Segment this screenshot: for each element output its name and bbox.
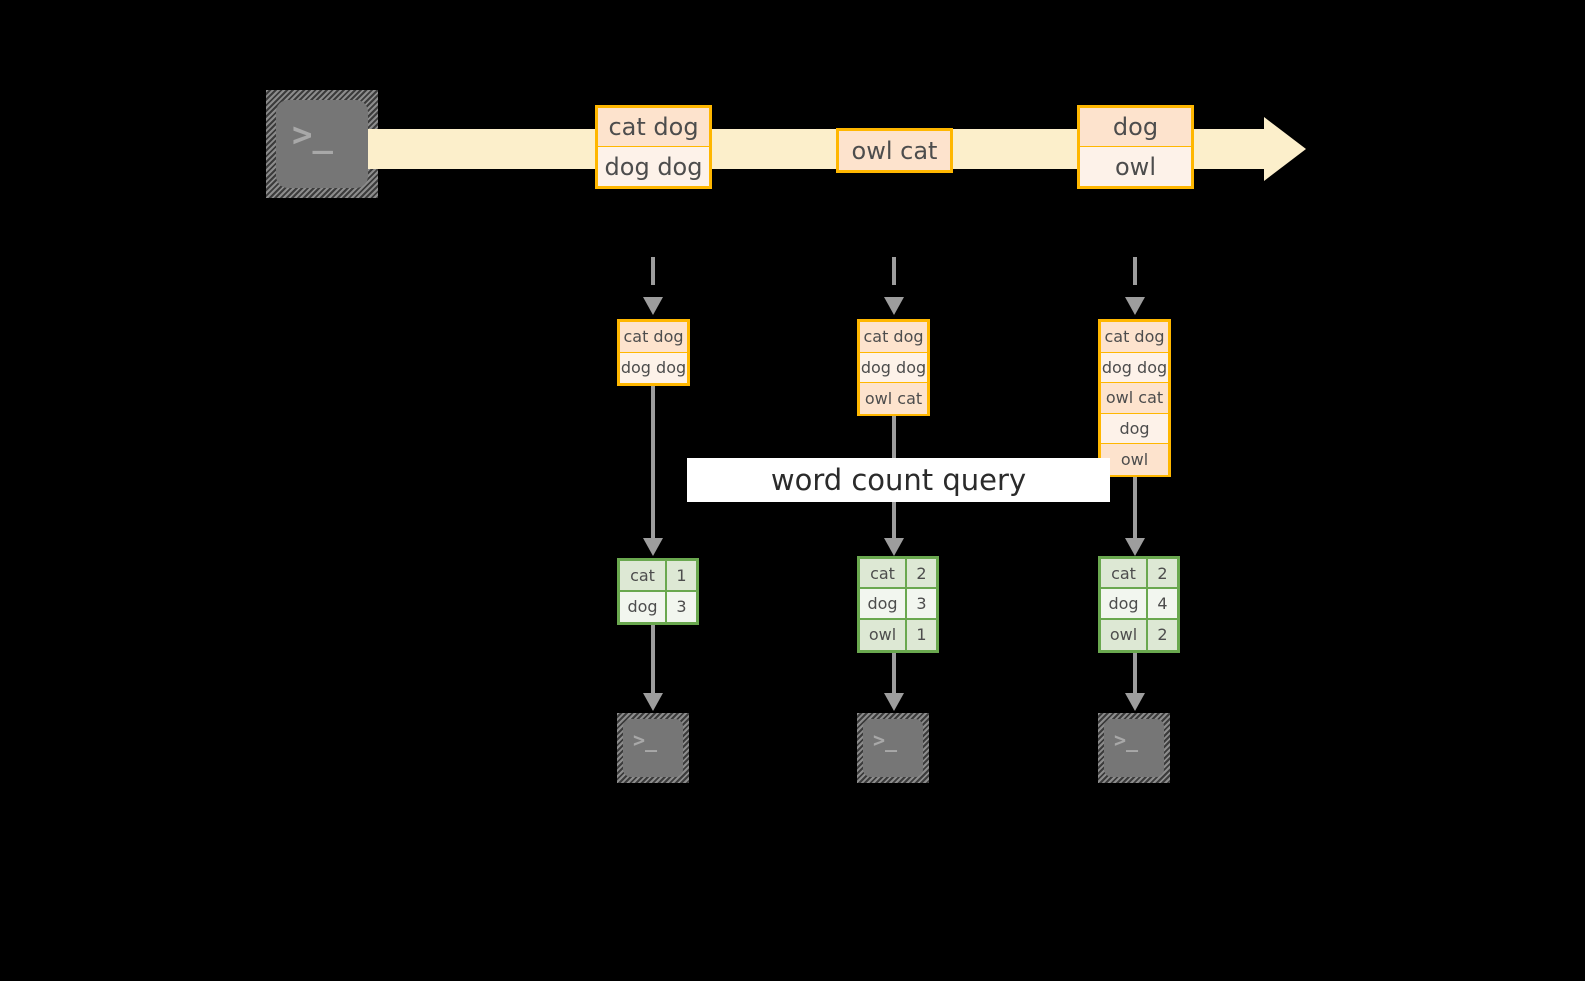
stream-event-line: owl cat — [839, 131, 950, 170]
table-row: cat 1 — [620, 561, 696, 592]
stream-event-1: cat dog dog dog — [595, 105, 712, 189]
result-count: 3 — [667, 591, 696, 622]
arrow-head — [1125, 297, 1145, 315]
table-row: dog 3 — [860, 589, 936, 620]
sink-terminal-1: >_ — [617, 713, 689, 783]
arrow-head — [1125, 538, 1145, 556]
result-count: 1 — [667, 561, 696, 592]
input-table-row: dog dog — [620, 352, 687, 383]
data-stream-arrow-head — [1264, 117, 1306, 181]
trigger-arrow-2 — [884, 257, 904, 317]
result-table-1: cat 1 dog 3 — [617, 558, 699, 625]
arrow-head — [643, 538, 663, 556]
sink-arrow-2 — [884, 653, 904, 713]
result-count: 4 — [1148, 589, 1177, 620]
terminal-prompt-icon: >_ — [873, 728, 898, 752]
result-count: 2 — [1148, 619, 1177, 650]
table-row: dog 4 — [1101, 589, 1177, 620]
table-row: cat 2 — [860, 559, 936, 590]
result-word: cat — [620, 561, 667, 592]
result-table-3: cat 2 dog 4 owl 2 — [1098, 556, 1180, 653]
table-row: owl 1 — [860, 619, 936, 650]
arrow-head — [1125, 693, 1145, 711]
arrow-line — [1133, 477, 1137, 540]
arrow-line — [892, 653, 896, 695]
sink-terminal-3: >_ — [1098, 713, 1170, 783]
terminal-prompt-icon: >_ — [1114, 728, 1139, 752]
result-count: 2 — [1148, 559, 1177, 590]
arrow-line — [892, 257, 896, 285]
input-table-1: cat dog dog dog — [617, 319, 690, 386]
arrow-line — [1133, 257, 1137, 285]
table-row: dog 3 — [620, 591, 696, 622]
input-table-row: owl — [1101, 444, 1168, 475]
input-table-3: cat dog dog dog owl cat dog owl — [1098, 319, 1171, 477]
arrow-head — [884, 693, 904, 711]
result-word: owl — [860, 619, 907, 650]
stream-event-line: owl — [1080, 147, 1191, 186]
stream-event-3: dog owl — [1077, 105, 1194, 189]
query-arrow-3 — [1125, 477, 1145, 558]
arrow-head — [643, 297, 663, 315]
sink-arrow-3 — [1125, 653, 1145, 713]
input-table-row: owl cat — [860, 383, 927, 414]
arrow-line — [651, 625, 655, 695]
trigger-arrow-3 — [1125, 257, 1145, 317]
stream-event-line: dog — [1080, 108, 1191, 147]
stream-event-line: cat dog — [598, 108, 709, 147]
arrow-head — [643, 693, 663, 711]
table-row: cat 2 — [1101, 559, 1177, 590]
terminal-screen: >_ — [276, 100, 368, 188]
result-table-2: cat 2 dog 3 owl 1 — [857, 556, 939, 653]
stream-event-2: owl cat — [836, 128, 953, 173]
sink-terminal-2: >_ — [857, 713, 929, 783]
arrow-line — [651, 386, 655, 540]
terminal-prompt-icon: >_ — [292, 115, 333, 155]
query-arrow-1 — [643, 386, 663, 558]
result-word: dog — [1101, 589, 1148, 620]
terminal-prompt-icon: >_ — [633, 728, 658, 752]
sink-arrow-1 — [643, 625, 663, 713]
input-table-row: dog dog — [860, 352, 927, 383]
terminal-screen: >_ — [623, 719, 683, 777]
input-table-row: cat dog — [860, 322, 927, 353]
input-table-row: owl cat — [1101, 383, 1168, 414]
terminal-screen: >_ — [1104, 719, 1164, 777]
arrow-line — [651, 257, 655, 285]
result-count: 2 — [907, 559, 936, 590]
result-count: 3 — [907, 589, 936, 620]
source-terminal: >_ — [266, 90, 378, 198]
arrow-line — [1133, 653, 1137, 695]
result-word: cat — [1101, 559, 1148, 590]
table-row: owl 2 — [1101, 619, 1177, 650]
query-label: word count query — [687, 458, 1110, 502]
result-word: owl — [1101, 619, 1148, 650]
input-table-row: cat dog — [620, 322, 687, 353]
result-word: dog — [860, 589, 907, 620]
arrow-head — [884, 297, 904, 315]
terminal-screen: >_ — [863, 719, 923, 777]
stream-event-line: dog dog — [598, 147, 709, 186]
arrow-head — [884, 538, 904, 556]
input-table-row: dog dog — [1101, 352, 1168, 383]
trigger-arrow-1 — [643, 257, 663, 317]
result-word: dog — [620, 591, 667, 622]
input-table-row: dog — [1101, 413, 1168, 444]
result-word: cat — [860, 559, 907, 590]
input-table-2: cat dog dog dog owl cat — [857, 319, 930, 416]
input-table-row: cat dog — [1101, 322, 1168, 353]
result-count: 1 — [907, 619, 936, 650]
